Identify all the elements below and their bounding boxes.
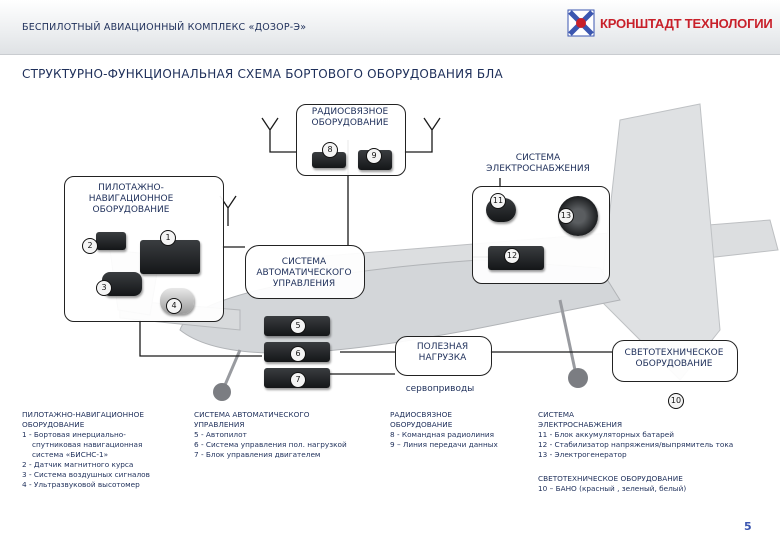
legend-auto-item-5: 5 - Автопилот	[194, 430, 247, 439]
logo-text: КРОНШТАДТ ТЕХНОЛОГИИ	[600, 15, 773, 31]
legend-auto-title2: УПРАВЛЕНИЯ	[194, 420, 245, 429]
header-title: БЕСПИЛОТНЫЙ АВИАЦИОННЫЙ КОМПЛЕКС «ДОЗОР-…	[22, 22, 307, 33]
nav-block-label: ПИЛОТАЖНО-НАВИГАЦИОННОЕ ОБОРУДОВАНИЕ	[88, 183, 174, 215]
marker-7: 7	[290, 372, 306, 388]
legend-light: СВЕТОТЕХНИЧЕСКОЕ ОБОРУДОВАНИЕ 10 – БАНО …	[538, 474, 686, 494]
legend-nav-item-1c: система «БИСНС-1»	[32, 450, 109, 459]
radio-block-label: РАДИОСВЯЗНОЕ ОБОРУДОВАНИЕ	[311, 107, 389, 128]
page-number: 5	[744, 520, 752, 533]
legend-nav-item-1b: спутниковая навигационная	[32, 440, 143, 449]
lighting-label: СВЕТОТЕХНИЧЕСКОЕ ОБОРУДОВАНИЕ	[624, 348, 724, 369]
legend-radio-item-9: 9 – Линия передачи данных	[390, 440, 498, 449]
legend-power-item-13: 13 - Электрогенератор	[538, 450, 627, 459]
legend-radio: РАДИОСВЯЗНОЕ ОБОРУДОВАНИЕ 8 - Командная …	[390, 410, 498, 450]
legend-nav-item-1: 1 - Бортовая инерциально-	[22, 430, 126, 439]
legend-nav-item-4: 4 - Ультразвуковой высотомер	[22, 480, 140, 489]
legend-power-item-11: 11 - Блок аккумуляторных батарей	[538, 430, 674, 439]
legend-auto-item-6: 6 - Система управления пол. нагрузкой	[194, 440, 347, 449]
logo-emblem-icon	[567, 9, 595, 37]
marker-10: 10	[668, 393, 684, 409]
magnetic-heading-sensor-device	[96, 232, 126, 250]
legend-nav: ПИЛОТАЖНО-НАВИГАЦИОННОЕ ОБОРУДОВАНИЕ 1 -…	[22, 410, 150, 490]
legend-radio-item-8: 8 - Командная радиолиния	[390, 430, 494, 439]
marker-9: 9	[366, 148, 382, 164]
marker-4: 4	[166, 298, 182, 314]
link-nav-servo	[139, 320, 262, 357]
auto-control-label: СИСТЕМА АВТОМАТИЧЕСКОГО УПРАВЛЕНИЯ	[256, 257, 352, 289]
command-radio-device	[312, 152, 346, 168]
legend-auto-title1: СИСТЕМА АВТОМАТИЧЕСКОГО	[194, 410, 310, 419]
legend-nav-title2: ОБОРУДОВАНИЕ	[22, 420, 85, 429]
legend-nav-title1: ПИЛОТАЖНО-НАВИГАЦИОННОЕ	[22, 410, 144, 419]
antenna-icon	[404, 117, 441, 153]
marker-5: 5	[290, 318, 306, 334]
legend-power-title2: ЭЛЕКТРОСНАБЖЕНИЯ	[538, 420, 623, 429]
marker-1: 1	[160, 230, 176, 246]
marker-6: 6	[290, 346, 306, 362]
legend-auto-item-7: 7 - Блок управления двигателем	[194, 450, 321, 459]
company-logo: КРОНШТАДТ ТЕХНОЛОГИИ	[566, 8, 773, 38]
marker-8: 8	[322, 142, 338, 158]
auto-control-block	[245, 245, 365, 299]
legend-light-title: СВЕТОТЕХНИЧЕСКОЕ ОБОРУДОВАНИЕ	[538, 474, 683, 483]
legend-nav-item-3: 3 - Система воздушных сигналов	[22, 470, 150, 479]
legend-power-title1: СИСТЕМА	[538, 410, 575, 419]
servo-label: сервоприводы	[405, 384, 475, 394]
page-title: СТРУКТУРНО-ФУНКЦИОНАЛЬНАЯ СХЕМА БОРТОВОГ…	[22, 67, 503, 81]
header-bar: БЕСПИЛОТНЫЙ АВИАЦИОННЫЙ КОМПЛЕКС «ДОЗОР-…	[0, 0, 780, 55]
marker-12: 12	[504, 248, 520, 264]
lighting-block	[612, 340, 738, 382]
legend-light-item-10: 10 – БАНО (красный , зеленый, белый)	[538, 484, 687, 493]
marker-13: 13	[558, 208, 574, 224]
legend-auto: СИСТЕМА АВТОМАТИЧЕСКОГО УПРАВЛЕНИЯ 5 - А…	[194, 410, 347, 460]
payload-block	[395, 336, 492, 376]
legend-power-item-12: 12 - Стабилизатор напряжения/выпрямитель…	[538, 440, 734, 449]
marker-3: 3	[96, 280, 112, 296]
marker-11: 11	[490, 193, 506, 209]
marker-2: 2	[82, 238, 98, 254]
legend-power: СИСТЕМА ЭЛЕКТРОСНАБЖЕНИЯ 11 - Блок аккум…	[538, 410, 733, 460]
power-block-title: СИСТЕМА ЭЛЕКТРОСНАБЖЕНИЯ	[486, 153, 590, 174]
legend-radio-title1: РАДИОСВЯЗНОЕ	[390, 410, 452, 419]
legend-nav-item-2: 2 - Датчик магнитного курса	[22, 460, 134, 469]
antenna-icon	[261, 117, 296, 153]
payload-label: ПОЛЕЗНАЯ НАГРУЗКА	[416, 342, 469, 363]
legend-radio-title2: ОБОРУДОВАНИЕ	[390, 420, 453, 429]
